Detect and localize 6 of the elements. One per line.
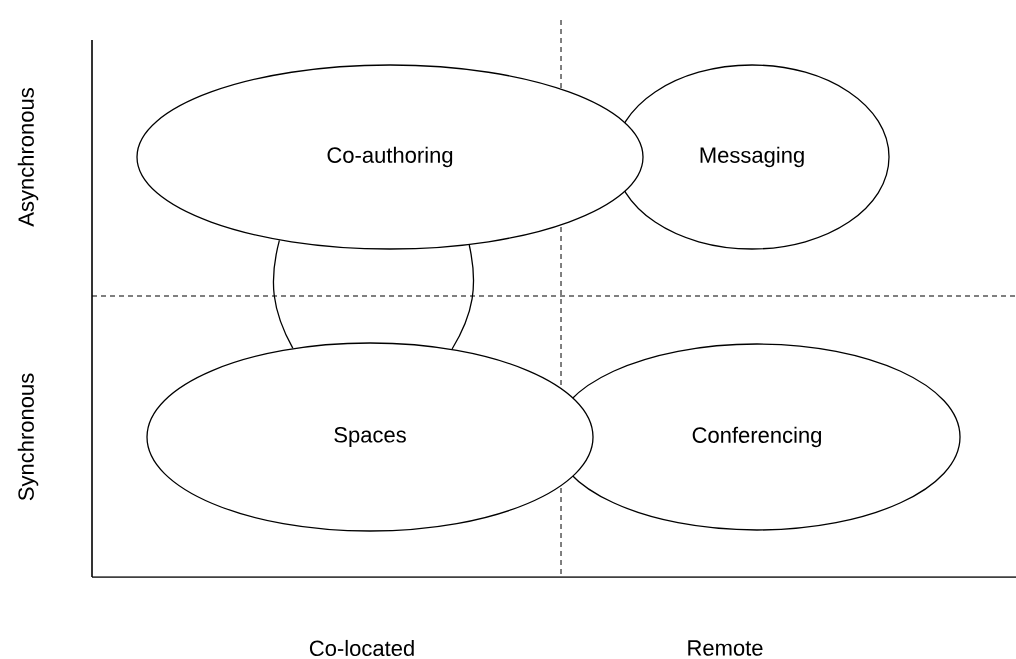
connector-curve [451, 244, 475, 350]
axis-label: Synchronous [17, 373, 39, 501]
axis-label: Remote [688, 640, 763, 656]
axis-label: Co-located [309, 639, 414, 657]
connector-curve [272, 239, 294, 349]
axis-label: Asynchronous [17, 88, 39, 227]
